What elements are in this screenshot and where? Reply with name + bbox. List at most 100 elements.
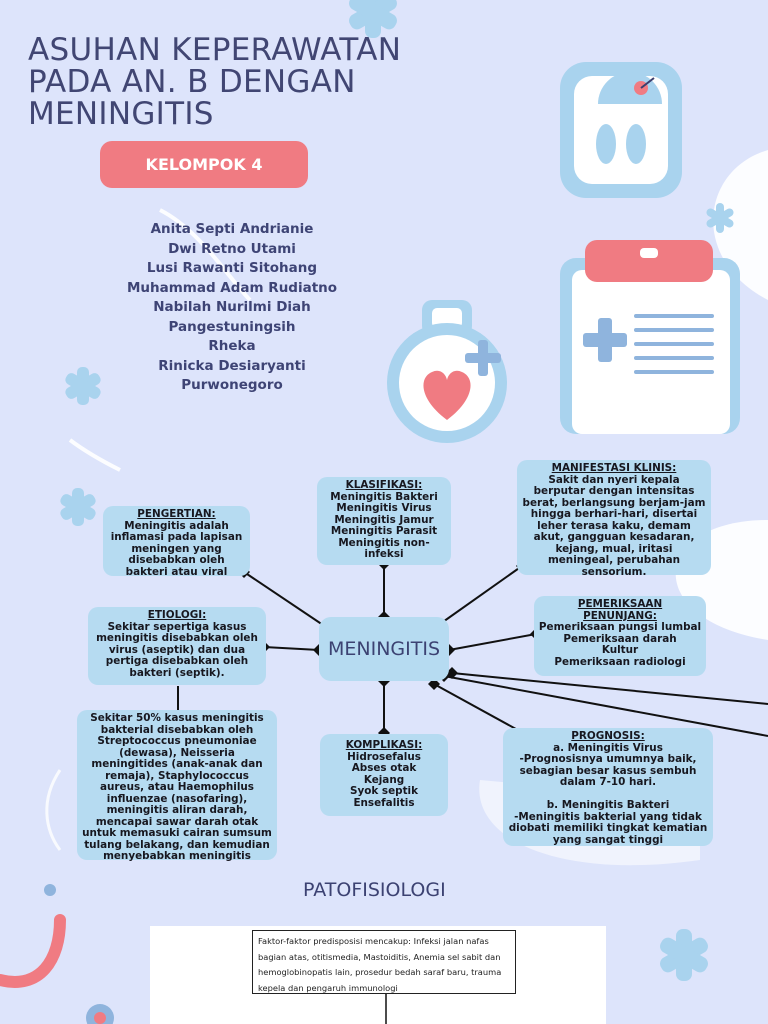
clipboard-icon bbox=[560, 240, 740, 434]
node-line: yang sangat tinggi bbox=[552, 833, 664, 846]
connector-offscreen-1 bbox=[438, 670, 768, 737]
node-line: aureus, atau Haemophilus bbox=[100, 781, 254, 793]
node-line: Sekitar sepertiga kasus bbox=[107, 620, 247, 633]
node-title: PENGERTIAN: bbox=[137, 508, 216, 520]
member-name: Purwonegoro bbox=[181, 377, 283, 393]
node-line: mencapai sawar darah otak bbox=[95, 815, 259, 828]
patofisiologi-line: hemoglobinopatis lain, prosedur bedah sa… bbox=[258, 967, 502, 977]
node-line: Sekitar 50% kasus meningitis bbox=[90, 712, 264, 724]
node-line: untuk memasuki cairan sumsum bbox=[82, 827, 272, 839]
member-list: Anita Septi Andrianie Dwi Retno Utami Lu… bbox=[100, 220, 364, 396]
node-line: meningeal, perubahan bbox=[547, 554, 681, 566]
node-line: Meningitis Bakteri bbox=[330, 490, 438, 503]
node-line: Kejang bbox=[363, 773, 405, 786]
node-line: sensorium. bbox=[581, 565, 647, 578]
node-line: bakterial disebabkan oleh bbox=[100, 723, 254, 736]
node-line: a. Meningitis Virus bbox=[553, 741, 663, 754]
node-line: Pemeriksaan pungsi lumbal bbox=[538, 621, 702, 633]
node-manifestasi-klinis: MANIFESTASI KLINIS: Sakit dan nyeri kepa… bbox=[517, 460, 711, 577]
heart-monitor-icon bbox=[387, 300, 507, 443]
decor-cross-left bbox=[60, 367, 101, 526]
node-line: -Meningitis bakterial yang tidak bbox=[514, 810, 702, 823]
node-line: Streptococcus pneumoniae bbox=[97, 735, 257, 747]
connector-manifestasi bbox=[434, 560, 528, 630]
node-komplikasi: KOMPLIKASI: Hidrosefalus Abses otak Keja… bbox=[320, 734, 448, 816]
node-title: PROGNOSIS: bbox=[571, 730, 645, 742]
group-label-badge: KELOMPOK 4 bbox=[100, 141, 308, 188]
connector-offscreen-2 bbox=[446, 667, 768, 705]
node-line: dalam 7-10 hari. bbox=[559, 776, 657, 788]
node-line: meningitides (anak-anak dan bbox=[91, 758, 263, 770]
node-prognosis: PROGNOSIS: a. Meningitis Virus -Prognosi… bbox=[503, 728, 713, 846]
node-line: disebabkan oleh bbox=[128, 554, 225, 566]
node-line: meningitis aliran darah, bbox=[106, 804, 248, 816]
connector-pemeriksaan bbox=[443, 628, 542, 656]
patofisiologi-box: Faktor-faktor predisposisi mencakup: Inf… bbox=[252, 930, 516, 994]
node-line: b. Meningitis Bakteri bbox=[546, 799, 670, 811]
decor-cross-top bbox=[349, 0, 397, 38]
node-line: Sakit dan nyeri kepala bbox=[548, 473, 680, 486]
node-line: bakteri (septik). bbox=[129, 666, 225, 679]
member-name: Rheka bbox=[208, 338, 256, 354]
node-line: remaja), Staphylococcus bbox=[105, 769, 249, 782]
node-title: KOMPLIKASI: bbox=[345, 739, 423, 751]
node-line: kejang, mual, iritasi bbox=[555, 542, 673, 555]
node-line: Meningitis Parasit bbox=[330, 525, 438, 537]
node-line: Ensefalitis bbox=[353, 796, 415, 809]
node-klasifikasi: KLASIFIKASI: Meningitis Bakteri Meningit… bbox=[317, 477, 451, 565]
node-title: PEMERIKSAAN bbox=[577, 598, 663, 610]
node-title: PENUNJANG: bbox=[583, 609, 657, 622]
section-heading-patofisiologi: PATOFISIOLOGI bbox=[303, 879, 446, 901]
member-name: Anita Septi Andrianie bbox=[150, 221, 314, 237]
node-line: meningen yang bbox=[131, 542, 222, 555]
stethoscope-icon bbox=[0, 884, 114, 1024]
node-line: Pemeriksaan darah bbox=[563, 632, 677, 645]
decor-cross-bottom-right bbox=[660, 929, 708, 981]
connector-etiologi bbox=[258, 641, 325, 656]
node-line: hingga berhari-hari, disertai bbox=[530, 508, 698, 520]
node-line: Pemeriksaan radiologi bbox=[554, 655, 686, 668]
node-line: leher terasa kaku, demam bbox=[537, 519, 691, 532]
node-line: Syok septik bbox=[349, 785, 419, 797]
member-name: Nabilah Nurilmi Diah bbox=[153, 299, 311, 315]
node-line: meningitis disebabkan oleh bbox=[96, 632, 258, 644]
member-name: Pangestuningsih bbox=[168, 318, 296, 335]
node-line: Meningitis Jamur bbox=[334, 513, 434, 526]
member-name: Dwi Retno Utami bbox=[168, 240, 296, 257]
member-name: Rinicka Desiaryanti bbox=[158, 357, 306, 374]
patofisiologi-line: kepela dan pengaruh immunologi bbox=[258, 982, 398, 993]
node-line: -Prognosisnya umumnya baik, bbox=[519, 753, 697, 765]
node-line: virus (aseptik) dan dua bbox=[108, 643, 246, 656]
title-line-1: ASUHAN KEPERAWATAN bbox=[28, 32, 402, 68]
node-line: Abses otak bbox=[351, 762, 417, 774]
member-name: Muhammad Adam Rudiatno bbox=[126, 279, 338, 296]
node-line: pertiga disebabkan oleh bbox=[105, 655, 249, 667]
node-line: inflamasi pada lapisan bbox=[110, 531, 243, 543]
node-line: infeksi bbox=[364, 548, 404, 560]
weight-scale-icon bbox=[560, 62, 682, 198]
page-title: ASUHAN KEPERAWATAN PADA AN. B DENGAN MEN… bbox=[28, 34, 458, 130]
node-line: Meningitis adalah bbox=[124, 519, 229, 532]
patofisiologi-line: bagian atas, otitismedia, Mastoiditis, A… bbox=[258, 951, 501, 962]
node-line: sebagian besar kasus sembuh bbox=[519, 764, 697, 777]
member-name: Lusi Rawanti Sitohang bbox=[146, 260, 318, 276]
node-line: Meningitis Virus bbox=[336, 502, 432, 514]
node-title: ETIOLOGI: bbox=[147, 609, 207, 621]
node-line: Hidrosefalus bbox=[347, 750, 421, 763]
node-line: Meningitis non- bbox=[338, 536, 430, 549]
node-line: bakteri atau viral bbox=[125, 565, 228, 578]
patofisiologi-line: Faktor-faktor predisposisi mencakup: Inf… bbox=[258, 936, 489, 946]
node-line: berat, berlangsung berjam-jam bbox=[522, 496, 706, 509]
node-line: Kultur bbox=[601, 644, 639, 656]
node-line: tulang belakang, dan kemudian bbox=[84, 838, 270, 851]
node-title: KLASIFIKASI: bbox=[345, 479, 423, 491]
node-line: akut, gangguan kesadaran, bbox=[533, 531, 695, 543]
node-title: MANIFESTASI KLINIS: bbox=[551, 462, 677, 474]
center-node-meningitis: MENINGITIS bbox=[319, 617, 449, 681]
title-line-3: MENINGITIS bbox=[28, 96, 214, 132]
node-pemeriksaan-penunjang: PEMERIKSAAN PENUNJANG: Pemeriksaan pungs… bbox=[534, 596, 706, 676]
node-line: menyebabkan meningitis bbox=[103, 850, 251, 862]
node-line: diobati memiliki tingkat kematian bbox=[508, 822, 708, 834]
node-etiologi-detail: Sekitar 50% kasus meningitis bakterial d… bbox=[77, 710, 277, 862]
